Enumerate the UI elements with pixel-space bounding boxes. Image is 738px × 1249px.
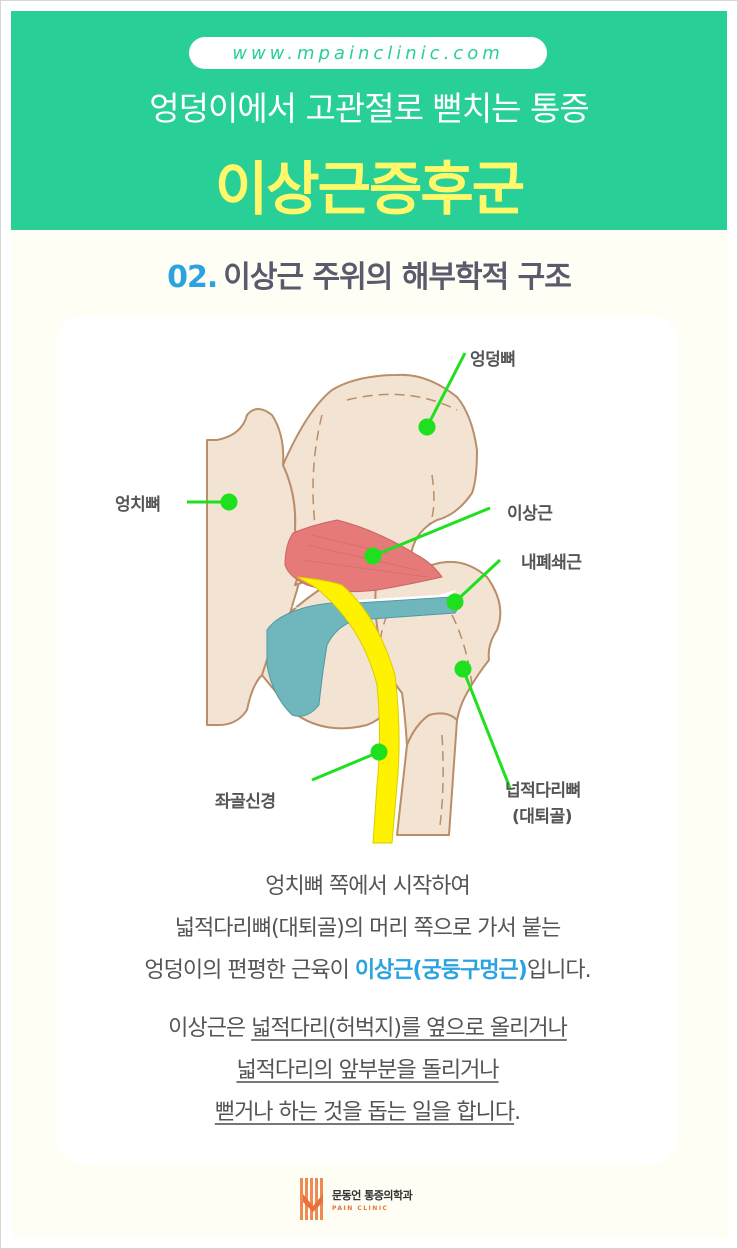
label-obturator-internus: 내폐쇄근 [521,553,582,573]
label-ilium: 엉덩뼈 [470,350,516,370]
description-text: 입니다. [526,958,592,983]
clinic-name: 문동언 통증의학과 [332,1188,413,1202]
clinic-logo-icon [300,1178,323,1220]
header-title: 이상근증후군 [214,155,525,223]
obturator-internus-muscle [266,596,459,717]
description-line: 엉덩이의 편평한 근육이 이상근(궁둥구멍근)입니다. [57,952,678,984]
section-number: 02. [167,260,218,295]
function-text: . [514,1100,521,1125]
label-femur-alt: (대퇴골) [512,807,572,827]
label-femur: 넙적다리뼈 [505,781,581,801]
function-line: 뻗거나 하는 것을 돕는 일을 합니다. [57,1094,678,1126]
function-underlined: 뻗거나 하는 것을 돕는 일을 합니다 [214,1100,515,1125]
website-url[interactable]: www.mpainclinic.com [232,42,504,64]
function-underlined: 넓적다리(허벅지)를 옆으로 올리거나 [251,1016,568,1041]
function-line: 넓적다리의 앞부분을 돌리거나 [57,1052,678,1084]
label-sacrum: 엉치뼈 [115,495,161,515]
section-title: 02.이상근 주위의 해부학적 구조 [11,252,727,296]
clinic-logo: 문동언 통증의학과 PAIN CLINIC [300,1178,413,1220]
hip-anatomy-illustration [187,352,512,844]
function-line: 이상근은 넓적다리(허벅지)를 옆으로 올리거나 [57,1010,678,1042]
sciatic-nerve [296,576,400,844]
section-title-text: 이상근 주위의 해부학적 구조 [223,260,572,295]
description-text: 엉덩이의 편평한 근육이 [144,958,355,983]
description-line: 넓적다리뼈(대퇴골)의 머리 쪽으로 가서 붙는 [174,916,561,941]
function-underlined: 넓적다리의 앞부분을 돌리거나 [236,1058,499,1083]
function-text: 이상근은 [168,1016,252,1041]
clinic-subtitle: PAIN CLINIC [332,1204,389,1212]
description-line: 엉치뼈 쪽에서 시작하여 [265,874,470,899]
label-sciatic-nerve: 좌골신경 [215,792,276,812]
website-url-pill[interactable]: www.mpainclinic.com [189,37,547,69]
piriformis-highlight: 이상근(궁둥구멍근) [354,958,528,983]
label-piriformis: 이상근 [507,504,553,524]
header-subtitle: 엉덩이에서 고관절로 뻗치는 통증 [149,89,590,128]
